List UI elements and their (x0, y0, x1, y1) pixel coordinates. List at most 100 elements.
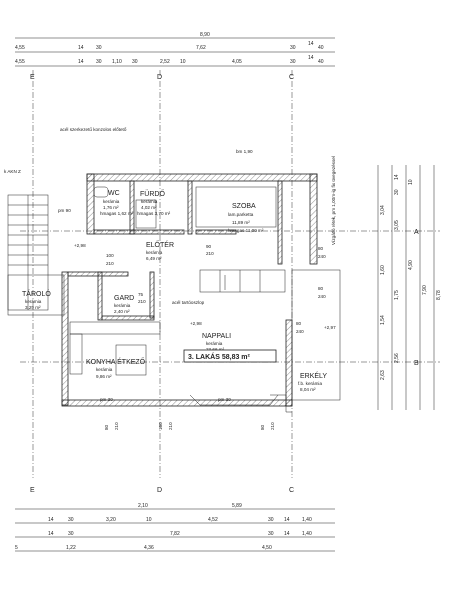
dim-label: 30 (394, 189, 400, 195)
dim-label: 4,55 (15, 59, 25, 65)
dim-label: 10 (408, 179, 414, 185)
axis-label-d-bottom: D (157, 487, 162, 494)
dim-label: 4,36 (144, 545, 154, 551)
dim-label: 8,78 (436, 290, 442, 300)
dim-label: 40 (318, 59, 324, 65)
dim-label: 3,05 (394, 220, 400, 230)
dim-label: 14 (78, 45, 84, 51)
level-marker: +2,98 (74, 243, 86, 248)
dim-label: 2,63 (380, 370, 386, 380)
room-nappali: NAPPALI kerámia 23,66 m² (202, 333, 231, 352)
dim-label: 3,04 (380, 205, 386, 215)
level-marker: +2,98 (190, 321, 202, 326)
dim-label: 1,75 (394, 290, 400, 300)
room-name: FÜRDŐ (140, 189, 165, 198)
room-floor: kerámia (114, 303, 131, 308)
level-marker: +2,97 (324, 325, 336, 330)
opening-size: 80 (260, 424, 265, 430)
opening-size: 210 (106, 261, 114, 266)
room-wc: WC kerámia 1,76 m² hmagas 1,62 m² (100, 190, 134, 216)
dim-label: 4,52 (208, 517, 218, 523)
room-height-area: hmagas 1,62 m² (100, 211, 134, 216)
dim-top-total: 8,90 (200, 32, 210, 38)
bottom-dimensions: 2,10 5,89 14 30 3,20 10 4,52 30 14 1,40 … (15, 503, 335, 552)
axis-label-c-bottom: C (289, 487, 294, 494)
dim-label: 3,20 (106, 517, 116, 523)
room-furdo: FÜRDŐ kerámia 4,02 m² hmagas 3,70 m² (137, 189, 171, 216)
opening-size: 210 (168, 422, 173, 430)
room-name: GARD (114, 295, 134, 302)
dim-label: 1,10 (112, 59, 122, 65)
dim-label: 2,10 (138, 503, 148, 509)
dim-label: 30 (68, 517, 74, 523)
room-floor: kerámia (25, 299, 42, 304)
dim-label: 1,22 (66, 545, 76, 551)
opening-size: 100 (106, 253, 114, 258)
room-area: 11,89 m² (232, 220, 250, 225)
room-konyha: KONYHA ÉTKEZŐ kerámia 9,86 m² (86, 357, 146, 379)
dim-label: 1,54 (380, 315, 386, 325)
room-floor: kerámia (103, 199, 120, 204)
opening-size: 210 (206, 251, 214, 256)
room-tarolo: TÁROLÓ kerámia 3,29 m² (22, 289, 51, 310)
opening-size: 210 (270, 422, 275, 430)
dim-label: 14 (308, 55, 314, 61)
room-erkely: ERKÉLY f.b. kerámia 8,04 m² (298, 371, 327, 392)
dim-label: 30 (96, 45, 102, 51)
room-floor: lam.parketta (228, 212, 254, 217)
axis-label-e-top: E (30, 74, 35, 81)
opening-size: 80 (318, 286, 324, 291)
axis-label-e-bottom: E (30, 487, 35, 494)
dim-label: 14 (48, 517, 54, 523)
dim-label: 4,05 (232, 59, 242, 65)
axis-label-c-top: C (289, 74, 294, 81)
opening-size: 210 (114, 422, 119, 430)
dim-label: 30 (68, 531, 74, 537)
room-area: 9,86 m² (96, 374, 112, 379)
dim-label: 14 (394, 174, 400, 180)
opening-size: 75 (138, 292, 144, 297)
unit-label: 3. LAKÁS 58,83 m² (188, 352, 251, 361)
akn-note: k AKN Z (4, 169, 21, 174)
axis-label-a: A (414, 229, 419, 236)
opening-size: 160 (158, 422, 163, 430)
dim-label: 7,82 (170, 531, 180, 537)
opening-size: 80 (296, 321, 302, 326)
room-name: ELŐTÉR (146, 240, 174, 249)
column-note: acél tartóoszlop (172, 300, 205, 305)
opening-size: 240 (296, 329, 304, 334)
dim-label: 14 (284, 531, 290, 537)
room-szoba: SZOBA lam.parketta 11,89 m² hmagas 11,00… (228, 203, 264, 233)
room-name: SZOBA (232, 203, 256, 210)
dim-label: 1,60 (380, 265, 386, 275)
room-area: 2,40 m² (114, 309, 130, 314)
dim-label: 30 (268, 531, 274, 537)
room-height-area: hmagas 11,00 m² (228, 228, 264, 233)
dim-label: 14 (48, 531, 54, 537)
dim-label: 10 (146, 517, 152, 523)
dim-label: 30 (268, 517, 274, 523)
room-area: 4,02 m² (141, 205, 157, 210)
opening-size: 240 (318, 294, 326, 299)
opening-size: pm 90 (58, 208, 71, 213)
walls (7, 173, 341, 413)
staircase (7, 194, 49, 311)
room-area: 23,66 m² (206, 347, 225, 352)
room-height-area: hmagas 3,70 m² (137, 211, 171, 216)
opening-size: pm 30 (100, 397, 113, 402)
room-floor: kerámia (141, 199, 158, 204)
dim-label: 14 (308, 41, 314, 47)
dim-label: 30 (96, 59, 102, 65)
axis-label-b: B (414, 360, 419, 367)
dim-label: 30 (290, 59, 296, 65)
dim-label: 4,90 (408, 260, 414, 270)
room-area: 6,49 m² (146, 256, 162, 261)
opening-size: 80 (318, 246, 324, 251)
room-floor: kerámia (146, 250, 163, 255)
dim-top-left: 4,55 (15, 45, 25, 51)
dim-label: 4,50 (262, 545, 272, 551)
top-dimensions: 8,90 4,55 14 30 7,62 30 14 40 4,55 14 30… (15, 32, 335, 67)
dim-label: 40 (318, 45, 324, 51)
dim-label: 14 (78, 59, 84, 65)
grid-axes: E D C E D C B A (20, 70, 440, 494)
